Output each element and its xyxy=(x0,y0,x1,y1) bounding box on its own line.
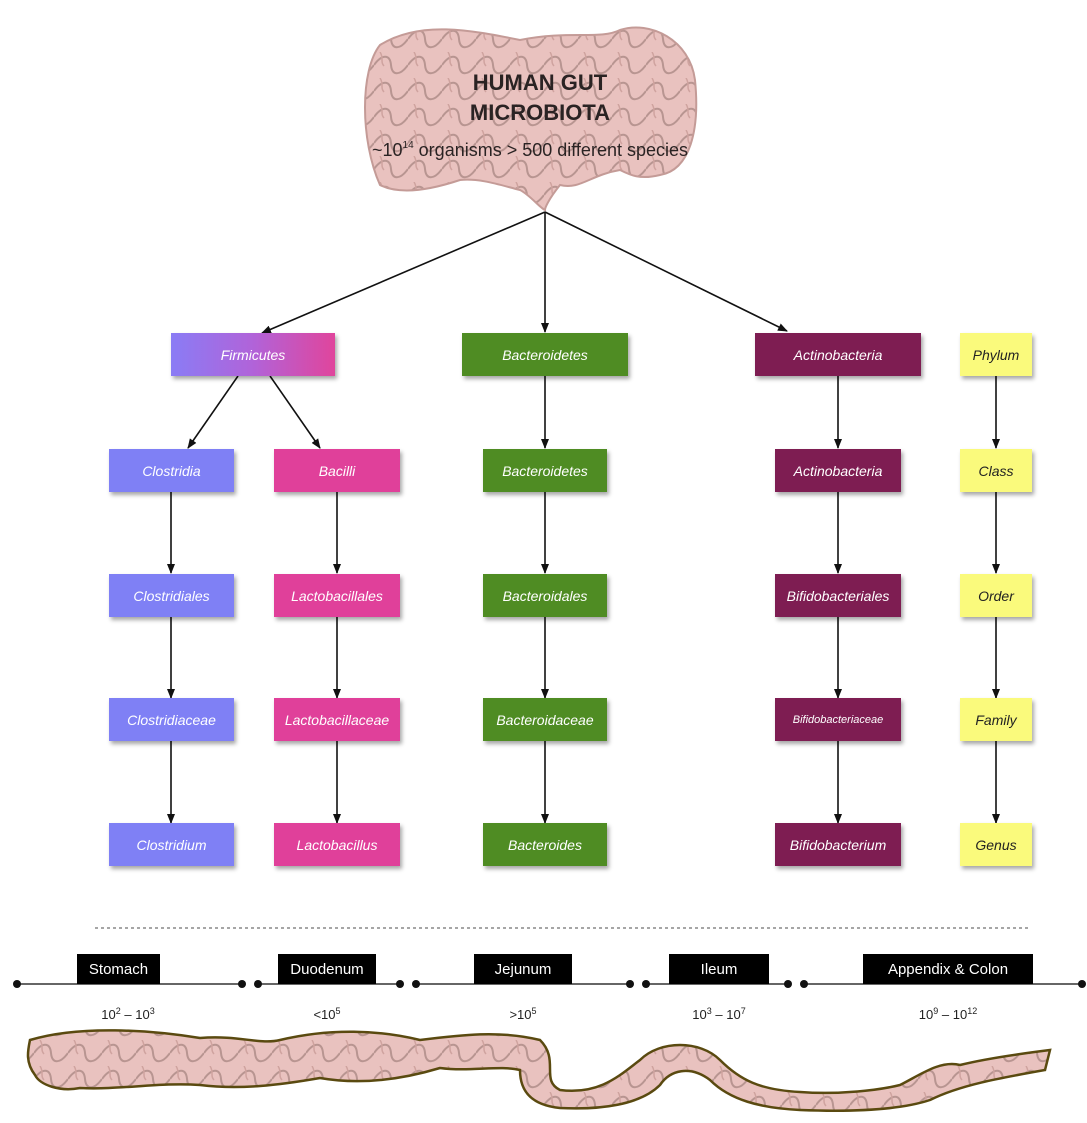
box-firmicutes: Firmicutes xyxy=(171,333,335,376)
region-appendix-colon: Appendix & Colon xyxy=(863,954,1033,984)
region-ileum: Ileum xyxy=(669,954,769,984)
box-bifidobacterium: Bifidobacterium xyxy=(775,823,901,866)
box-actinobacteria-phylum: Actinobacteria xyxy=(755,333,921,376)
count-jejunum: >105 xyxy=(453,1006,593,1022)
subtitle-prefix: ~10 xyxy=(372,140,403,160)
region-jejunum: Jejunum xyxy=(474,954,572,984)
box-actinobacteria-class: Actinobacteria xyxy=(775,449,901,492)
small-intestine-illustration xyxy=(28,1030,1050,1110)
box-clostridium: Clostridium xyxy=(109,823,234,866)
diagram-subtitle: ~1014 organisms > 500 different species xyxy=(300,140,760,161)
axis-dot xyxy=(784,980,792,988)
rank-class: Class xyxy=(960,449,1032,492)
subtitle-suffix: organisms > 500 different species xyxy=(414,140,688,160)
axis-dot xyxy=(13,980,21,988)
count-appendix-colon: 109 – 1012 xyxy=(878,1006,1018,1022)
box-lactobacillaceae: Lactobacillaceae xyxy=(274,698,400,741)
box-bacteroidetes-phylum: Bacteroidetes xyxy=(462,333,628,376)
title-line-1: HUMAN GUT xyxy=(390,68,690,98)
axis-dot xyxy=(396,980,404,988)
rank-phylum: Phylum xyxy=(960,333,1032,376)
region-stomach: Stomach xyxy=(77,954,160,984)
box-lactobacillus: Lactobacillus xyxy=(274,823,400,866)
title-line-2: MICROBIOTA xyxy=(390,98,690,128)
diagram-title: HUMAN GUT MICROBIOTA xyxy=(390,68,690,128)
axis-dot xyxy=(1078,980,1086,988)
box-bacteroidales: Bacteroidales xyxy=(483,574,607,617)
arrow-firmicutes-bacilli xyxy=(270,376,320,448)
rank-order: Order xyxy=(960,574,1032,617)
arrow-root-firmicutes xyxy=(262,212,545,333)
axis-dot xyxy=(642,980,650,988)
axis-dot xyxy=(238,980,246,988)
box-clostridiaceae: Clostridiaceae xyxy=(109,698,234,741)
box-lactobacillales: Lactobacillales xyxy=(274,574,400,617)
box-bacteroidetes-class: Bacteroidetes xyxy=(483,449,607,492)
axis-dot xyxy=(626,980,634,988)
box-clostridiales: Clostridiales xyxy=(109,574,234,617)
box-bifidobacteriales: Bifidobacteriales xyxy=(775,574,901,617)
subtitle-exponent: 14 xyxy=(403,140,414,151)
box-bifidobacteriaceae: Bifidobacteriaceae xyxy=(775,698,901,741)
box-bacilli: Bacilli xyxy=(274,449,400,492)
axis-dot xyxy=(254,980,262,988)
count-ileum: 103 – 107 xyxy=(649,1006,789,1022)
rank-genus: Genus xyxy=(960,823,1032,866)
region-duodenum: Duodenum xyxy=(278,954,376,984)
axis-dot xyxy=(800,980,808,988)
box-bacteroides: Bacteroides xyxy=(483,823,607,866)
arrow-root-actinobacteria xyxy=(545,212,787,331)
rank-family: Family xyxy=(960,698,1032,741)
arrow-firmicutes-clostridia xyxy=(188,376,238,448)
box-bacteroidaceae: Bacteroidaceae xyxy=(483,698,607,741)
count-duodenum: <105 xyxy=(257,1006,397,1022)
count-stomach: 102 – 103 xyxy=(58,1006,198,1022)
axis-dot xyxy=(412,980,420,988)
box-clostridia: Clostridia xyxy=(109,449,234,492)
